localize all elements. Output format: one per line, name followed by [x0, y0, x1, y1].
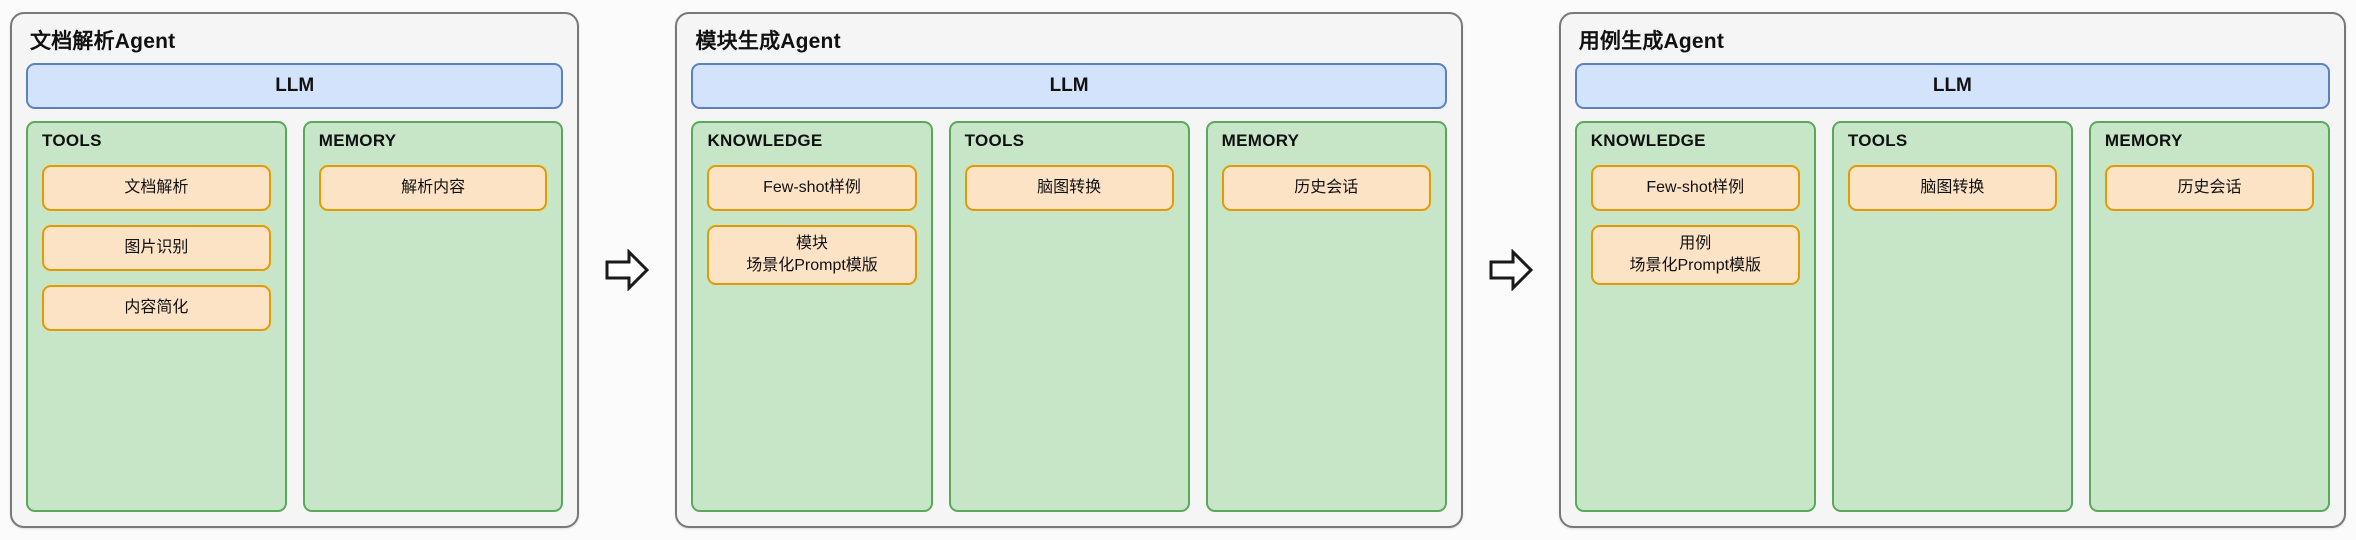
section-title: MEMORY: [318, 131, 397, 151]
capability-item: 脑图转换: [964, 164, 1174, 211]
arrow-right-icon: [1463, 12, 1559, 528]
section-title: KNOWLEDGE: [1590, 131, 1706, 151]
section-tools: TOOLS 脑图转换: [948, 121, 1190, 512]
agent-title: 模块生成Agent: [695, 30, 841, 53]
section-items: 脑图转换: [964, 164, 1174, 211]
section-items: 文档解析 图片识别 内容简化: [42, 164, 271, 331]
section-items: Few-shot样例 用例 场景化Prompt模版: [1590, 164, 1800, 285]
agent-title: 用例生成Agent: [1578, 30, 1725, 53]
capability-item: 历史会话: [1221, 164, 1431, 211]
section-items: Few-shot样例 模块 场景化Prompt模版: [707, 164, 917, 285]
section-tools: TOOLS 脑图转换: [1831, 121, 2073, 512]
agent-panel-document-parsing: 文档解析Agent LLM TOOLS 文档解析 图片识别 内容简化 MEMOR…: [10, 12, 580, 528]
capability-item: Few-shot样例: [1590, 164, 1800, 211]
section-tools: TOOLS 文档解析 图片识别 内容简化: [26, 121, 287, 512]
section-title: TOOLS: [42, 131, 102, 151]
arrow-right-icon: [579, 12, 675, 528]
section-memory: MEMORY 解析内容: [302, 121, 564, 512]
capability-item: 解析内容: [318, 164, 548, 211]
agent-sections: KNOWLEDGE Few-shot样例 模块 场景化Prompt模版 TOOL…: [691, 121, 1447, 512]
agent-panel-module-generation: 模块生成Agent LLM KNOWLEDGE Few-shot样例 模块 场景…: [675, 12, 1463, 528]
section-title: KNOWLEDGE: [707, 131, 823, 151]
section-title: MEMORY: [1221, 131, 1300, 151]
capability-item: 内容简化: [42, 284, 271, 331]
section-items: 历史会话: [1221, 164, 1431, 211]
llm-block: LLM: [26, 63, 564, 110]
agent-sections: TOOLS 文档解析 图片识别 内容简化 MEMORY 解析内容: [26, 121, 564, 512]
section-title: TOOLS: [1847, 131, 1908, 151]
section-title: MEMORY: [2104, 131, 2183, 151]
capability-item: Few-shot样例: [707, 164, 917, 211]
section-knowledge: KNOWLEDGE Few-shot样例 模块 场景化Prompt模版: [691, 121, 933, 512]
section-memory: MEMORY 历史会话: [2088, 121, 2331, 512]
section-memory: MEMORY 历史会话: [1205, 121, 1447, 512]
llm-block: LLM: [691, 63, 1447, 110]
section-items: 脑图转换: [1847, 164, 2057, 211]
llm-block: LLM: [1574, 63, 2330, 110]
section-items: 历史会话: [2104, 164, 2315, 211]
agent-sections: KNOWLEDGE Few-shot样例 用例 场景化Prompt模版 TOOL…: [1574, 121, 2331, 512]
section-knowledge: KNOWLEDGE Few-shot样例 用例 场景化Prompt模版: [1574, 121, 1816, 512]
capability-item: 历史会话: [2104, 164, 2315, 211]
capability-item: 模块 场景化Prompt模版: [707, 224, 917, 285]
section-title: TOOLS: [964, 131, 1025, 151]
capability-item: 用例 场景化Prompt模版: [1590, 224, 1800, 285]
section-items: 解析内容: [318, 164, 548, 211]
capability-item: 脑图转换: [1847, 164, 2057, 211]
agent-panel-testcase-generation: 用例生成Agent LLM KNOWLEDGE Few-shot样例 用例 场景…: [1558, 12, 2346, 528]
capability-item: 文档解析: [42, 164, 271, 211]
agent-title: 文档解析Agent: [30, 30, 176, 53]
capability-item: 图片识别: [42, 224, 271, 271]
